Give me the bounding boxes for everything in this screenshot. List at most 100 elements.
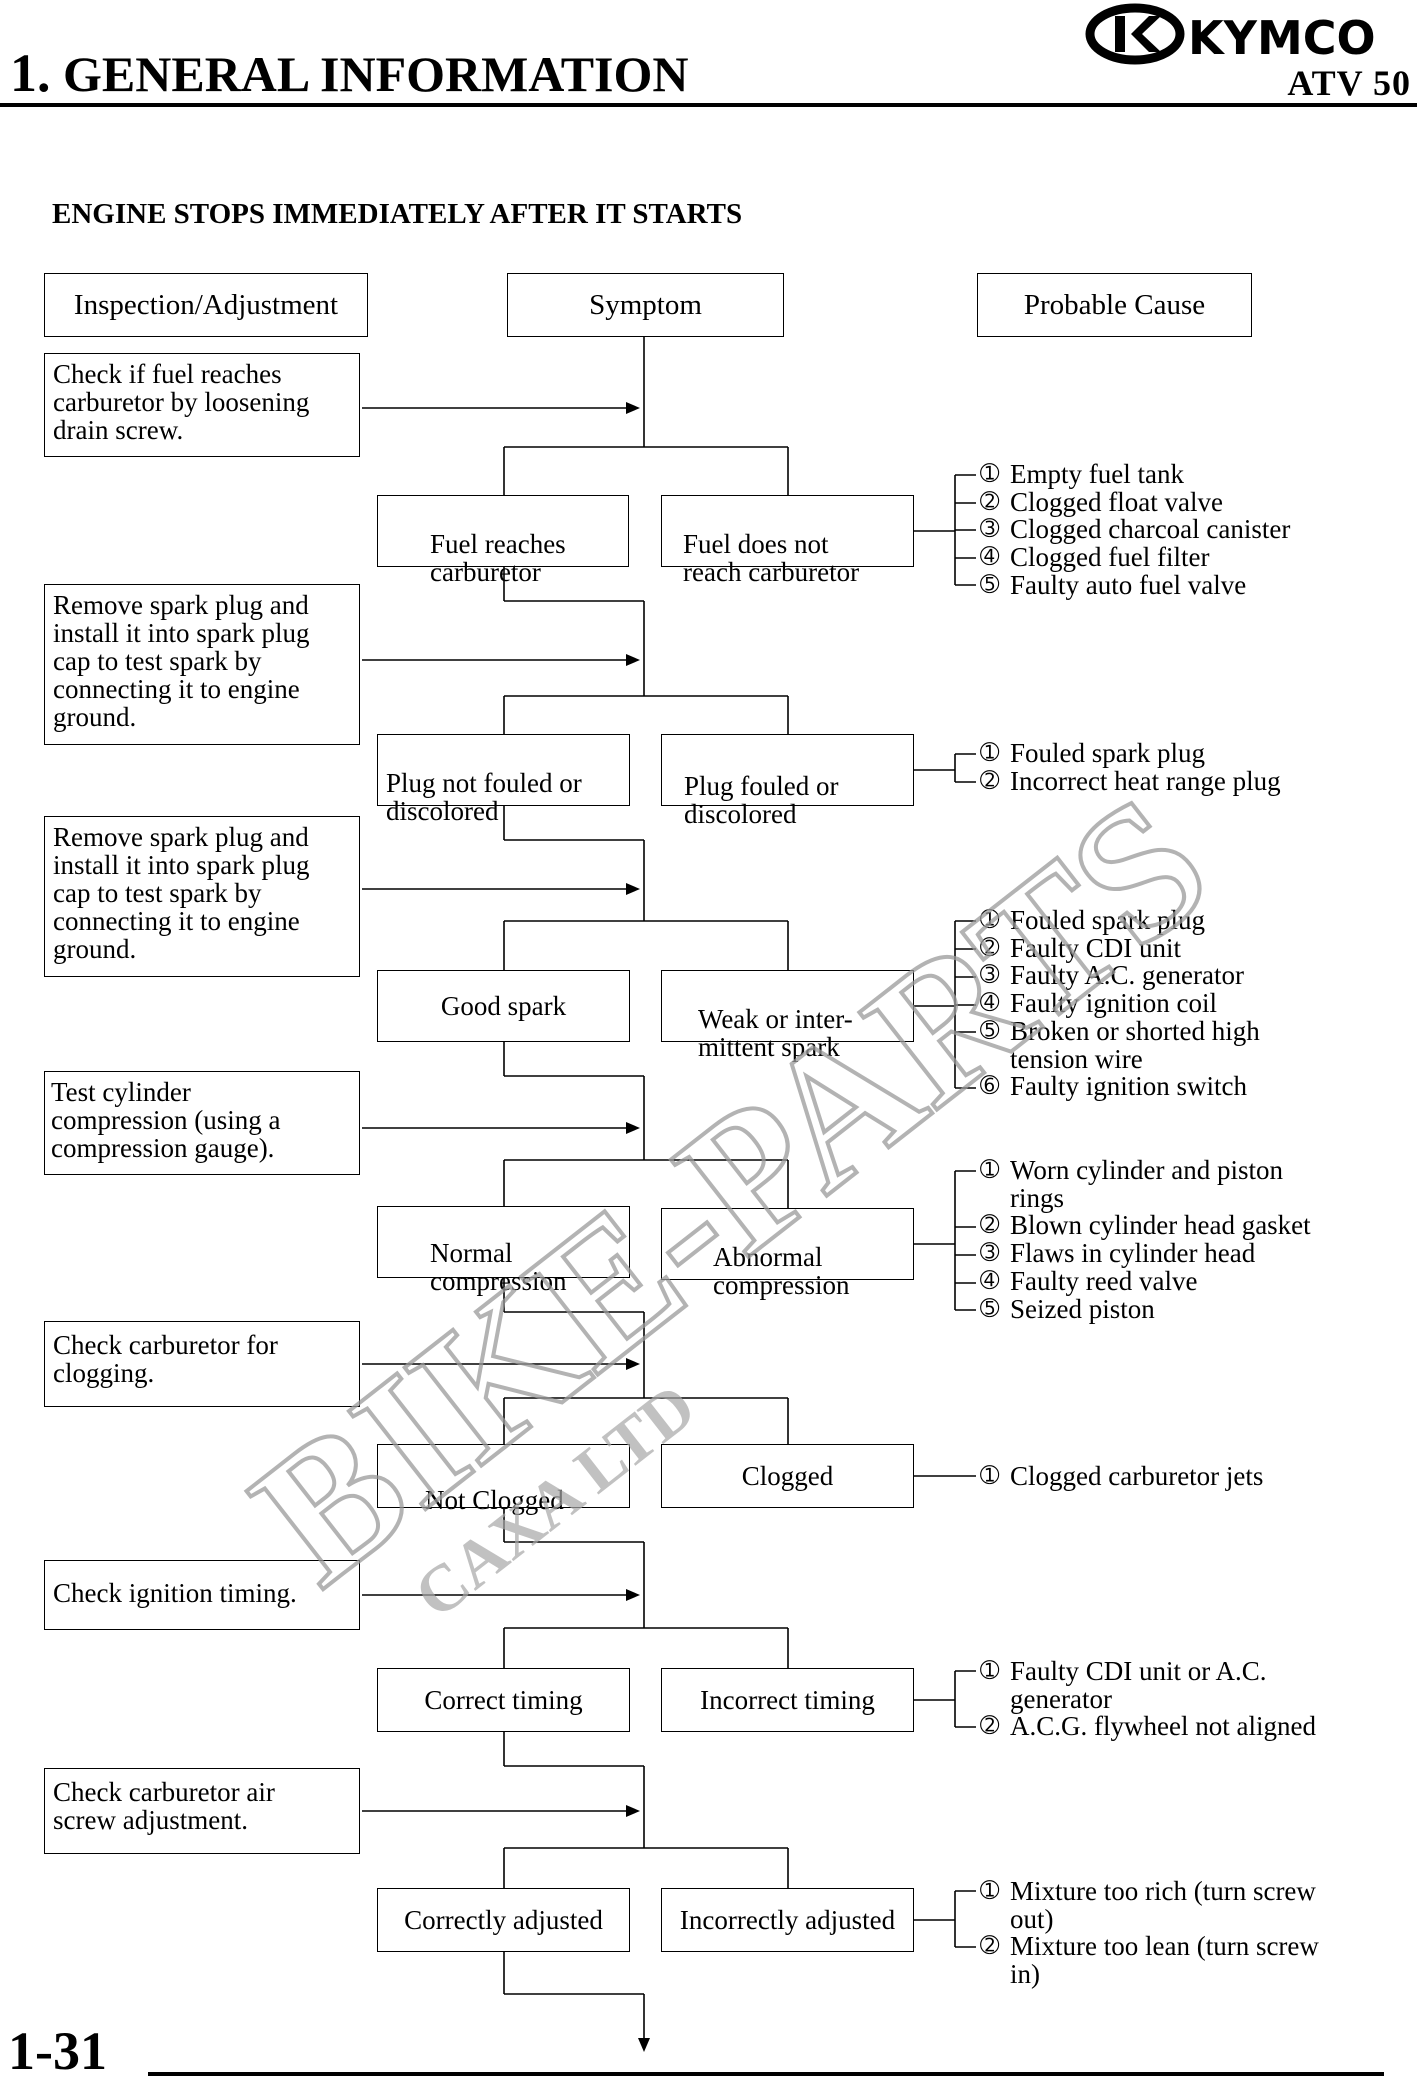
symptom-ok-box-4: Normal compression: [377, 1206, 630, 1295]
symptom-ok-label-4: Normal compression: [430, 1238, 567, 1296]
marker-6-icon: ➅: [980, 1073, 1000, 1100]
footer-rule: [148, 2072, 1384, 2076]
marker-2-icon: ➁: [980, 1713, 1000, 1740]
marker-1-icon: ➀: [980, 1463, 1000, 1489]
symptom-fault-label-4: Abnormal compression: [713, 1242, 850, 1300]
chapter-title-text: GENERAL INFORMATION: [63, 46, 689, 102]
marker-1-icon: ➀: [980, 907, 1000, 933]
marker-3-icon: ➂: [980, 516, 1000, 543]
arrow-down-icon: [638, 2038, 650, 2052]
marker-3-icon: ➂: [980, 962, 1000, 989]
marker-1-icon: ➀: [980, 1658, 1000, 1684]
marker-2-icon: ➁: [980, 488, 1000, 515]
marker-5-icon: ➄: [980, 1017, 1000, 1044]
arrow-right-icon: [626, 1805, 640, 1817]
column-header-inspection-label: Inspection/Adjustment: [73, 289, 339, 321]
symptom-ok-label-7: Correctly adjusted: [404, 1905, 603, 1935]
inspection-box-7: Check carburetor air screw adjustment.: [44, 1768, 360, 1854]
inspection-box-3: Remove spark plug and install it into sp…: [44, 816, 360, 977]
symptom-ok-box-2: Plug not fouled or discolored: [377, 734, 630, 825]
marker-1-icon: ➀: [980, 461, 1000, 487]
symptom-fault-box-5: Clogged: [661, 1444, 914, 1508]
marker-4-icon: ➃: [980, 990, 1000, 1017]
symptom-fault-label-6: Incorrect timing: [700, 1685, 875, 1715]
symptom-ok-label-6: Correct timing: [424, 1685, 583, 1715]
arrow-right-icon: [626, 883, 640, 895]
arrow-right-icon: [626, 1589, 640, 1601]
chapter-title: 1. GENERAL INFORMATION: [10, 42, 689, 104]
marker-4-icon: ➃: [980, 544, 1000, 571]
symptom-ok-box-7: Correctly adjusted: [377, 1888, 630, 1952]
model-label: ATV 50: [1287, 63, 1411, 103]
arrow-right-icon: [626, 402, 640, 414]
column-header-symptom-label: Symptom: [589, 289, 702, 321]
symptom-fault-label-3: Weak or inter- mittent spark: [698, 1004, 853, 1062]
arrow-right-icon: [626, 1358, 640, 1370]
column-header-inspection: Inspection/Adjustment: [44, 273, 368, 337]
symptom-ok-label-5: Not Clogged: [425, 1485, 564, 1515]
kymco-logo-emblem: [1085, 3, 1185, 65]
marker-4-icon: ➃: [980, 1267, 1000, 1294]
column-header-symptom: Symptom: [507, 273, 784, 337]
marker-1-icon: ➀: [980, 740, 1000, 766]
symptom-ok-box-6: Correct timing: [377, 1668, 630, 1732]
marker-2-icon: ➁: [980, 767, 1000, 794]
symptom-fault-label-1: Fuel does not reach carburetor: [683, 529, 860, 587]
chapter-number: 1.: [10, 43, 51, 103]
inspection-box-5: Check carburetor for clogging.: [44, 1321, 360, 1407]
symptom-ok-label-1: Fuel reaches carburetor: [430, 529, 566, 587]
marker-1-icon: ➀: [980, 1157, 1000, 1183]
column-header-cause: Probable Cause: [977, 273, 1252, 337]
marker-5-icon: ➄: [980, 1295, 1000, 1322]
column-header-cause-label: Probable Cause: [1023, 289, 1206, 321]
inspection-box-1: Check if fuel reaches carburetor by loos…: [44, 353, 360, 457]
symptom-ok-label-3: Good spark: [440, 991, 567, 1021]
marker-2-icon: ➁: [980, 1212, 1000, 1239]
symptom-fault-label-2: Plug fouled or discolored: [684, 771, 839, 829]
marker-2-icon: ➁: [980, 934, 1000, 961]
marker-2-icon: ➁: [980, 1933, 1000, 1960]
kymco-logo: KYMCO: [1085, 3, 1376, 65]
symptom-ok-label-2: Plug not fouled or discolored: [386, 768, 582, 826]
symptom-fault-box-7: Incorrectly adjusted: [661, 1888, 914, 1952]
symptom-ok-box-5: Not Clogged: [377, 1444, 630, 1514]
symptom-ok-box-1: Fuel reaches carburetor: [377, 495, 629, 586]
page-number: 1-31: [8, 2021, 107, 2081]
arrow-right-icon: [626, 654, 640, 666]
symptom-fault-box-6: Incorrect timing: [661, 1668, 914, 1732]
inspection-box-2: Remove spark plug and install it into sp…: [44, 584, 360, 745]
symptom-fault-label-7: Incorrectly adjusted: [679, 1905, 896, 1935]
marker-1-icon: ➀: [980, 1878, 1000, 1904]
symptom-fault-box-4: Abnormal compression: [661, 1208, 914, 1299]
section-title: ENGINE STOPS IMMEDIATELY AFTER IT STARTS: [52, 198, 743, 230]
kymco-logo-text: KYMCO: [1188, 11, 1376, 65]
symptom-ok-box-3: Good spark: [377, 970, 630, 1042]
